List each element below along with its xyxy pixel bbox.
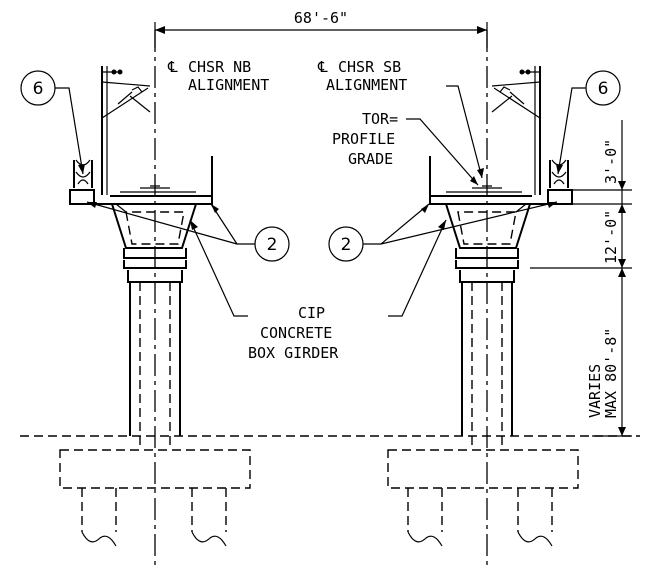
svg-text:2: 2	[267, 235, 278, 255]
nb-label-line2: ALIGNMENT	[188, 76, 269, 94]
callout-right-two: 2	[328, 201, 558, 262]
cip-girder-label: CIP CONCRETE BOX GIRDER	[189, 219, 447, 362]
sb-alignment-label: ℄ CHSR SB ALIGNMENT	[317, 58, 484, 179]
tor-line2: PROFILE	[332, 130, 395, 148]
sb-label-line1: CHSR SB	[338, 58, 401, 76]
ocs-height-text: 3'-0"	[602, 139, 620, 184]
girder-line3: BOX GIRDER	[248, 344, 339, 362]
svg-text:2: 2	[341, 235, 352, 255]
column-height-line1: VARIES	[586, 364, 604, 418]
top-span-dimension: 68'-6"	[154, 9, 488, 48]
tor-line1: TOR=	[362, 110, 398, 128]
nb-label-line1: CHSR NB	[188, 58, 251, 76]
tor-line3: GRADE	[348, 150, 393, 168]
tor-label: TOR= PROFILE GRADE	[332, 110, 479, 186]
sb-label-line2: ALIGNMENT	[326, 76, 407, 94]
sb-cl-symbol: ℄	[317, 58, 328, 76]
svg-text:6: 6	[598, 79, 609, 99]
top-span-text: 68'-6"	[294, 9, 348, 27]
svg-text:6: 6	[33, 79, 44, 99]
callout-left-two: 2	[86, 201, 290, 262]
vertical-dimensions: 3'-0" 12'-0" VARIES MAX 80'-8"	[530, 120, 632, 437]
right-structure	[387, 66, 579, 547]
girder-depth-text: 12'-0"	[602, 210, 620, 264]
callout-left-six: 6	[20, 70, 85, 175]
callout-right-six: 6	[556, 70, 621, 175]
girder-line1: CIP	[298, 304, 325, 322]
nb-cl-symbol: ℄	[167, 58, 178, 76]
left-structure	[59, 66, 251, 547]
column-height-line2: MAX 80'-8"	[602, 328, 620, 418]
girder-line2: CONCRETE	[260, 324, 332, 342]
nb-alignment-label: ℄ CHSR NB ALIGNMENT	[167, 58, 269, 94]
